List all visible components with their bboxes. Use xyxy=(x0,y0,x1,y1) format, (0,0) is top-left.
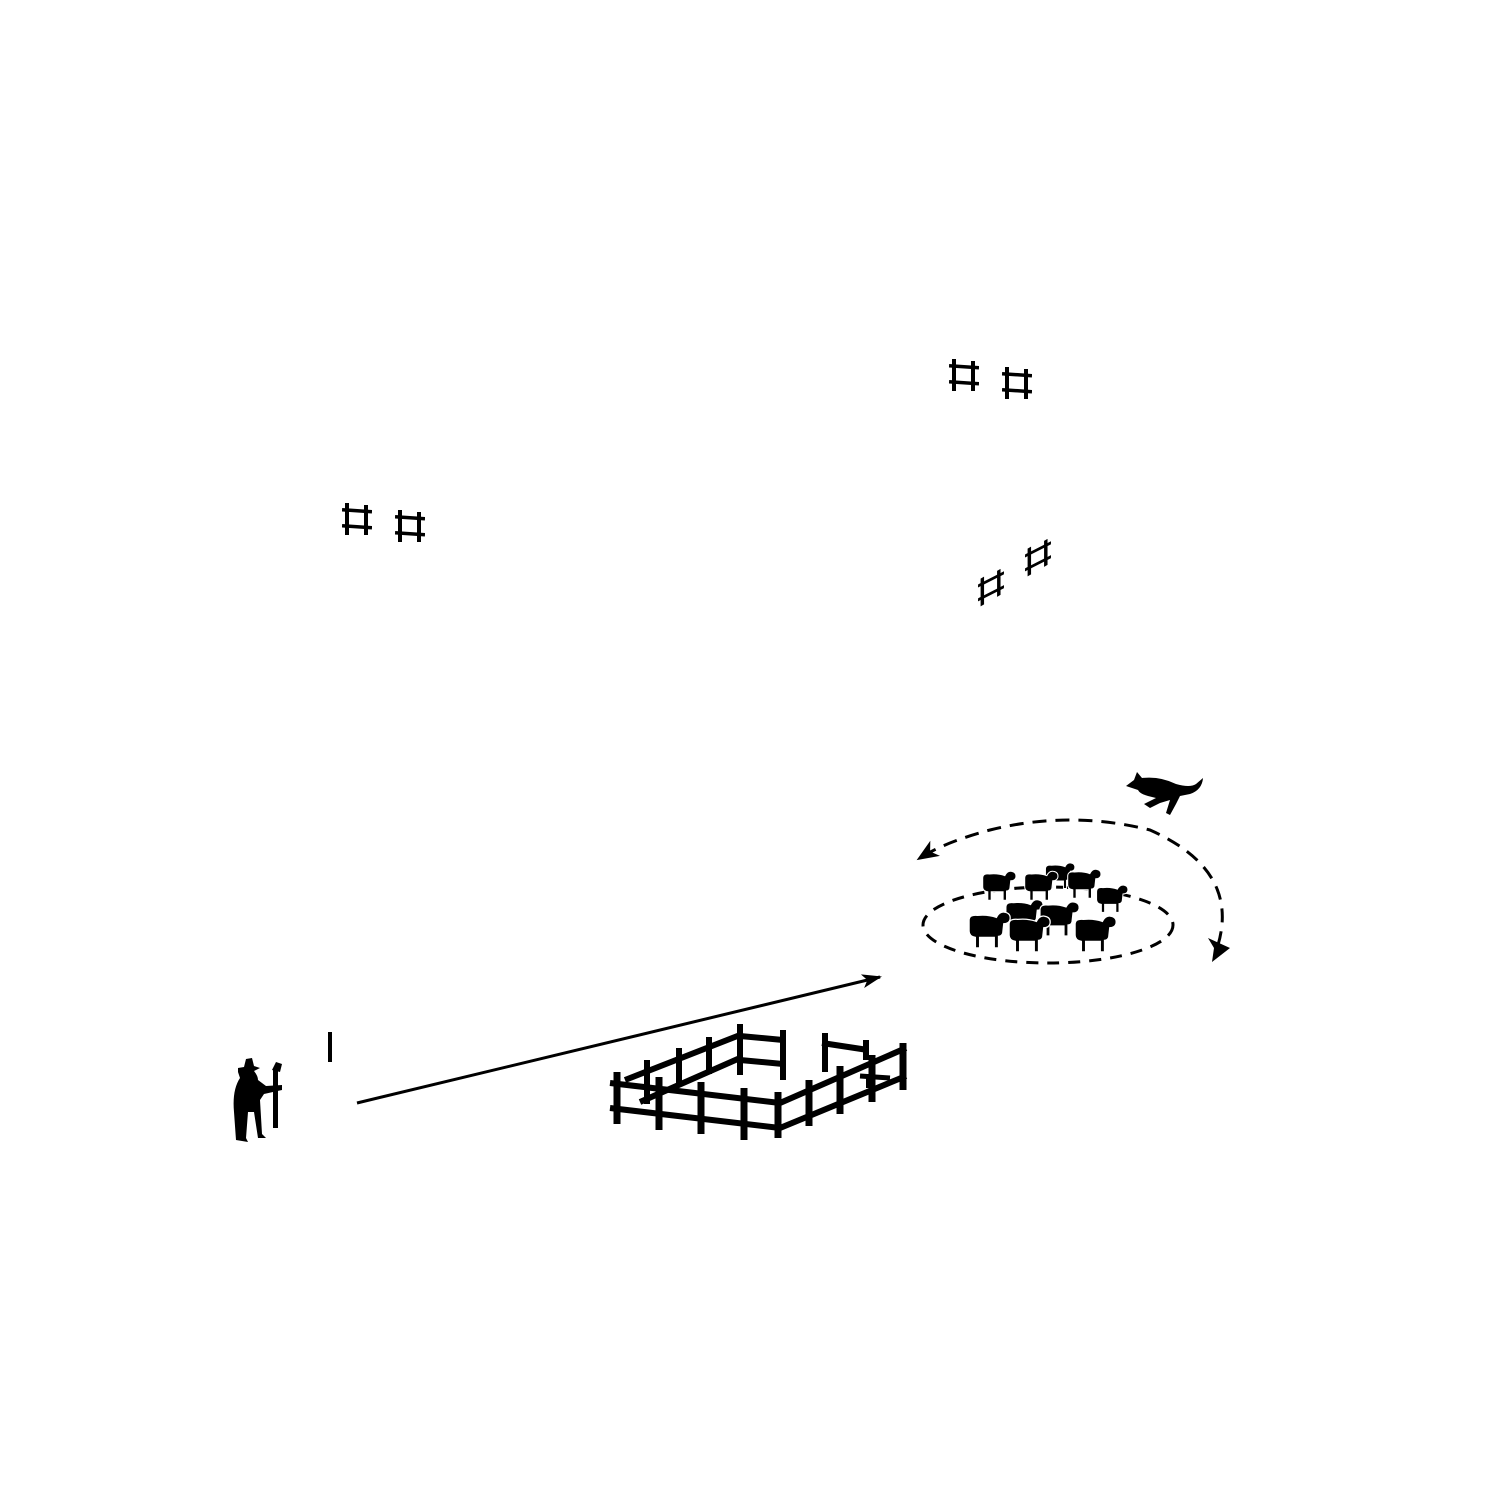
fence-gates xyxy=(342,359,1051,608)
fence-gate-icon xyxy=(1025,535,1051,578)
fence-gate-icon xyxy=(395,510,425,542)
post-icon xyxy=(328,1032,332,1062)
sheep-icon xyxy=(1067,868,1102,899)
path-arrow-icon xyxy=(356,974,882,1105)
sheep-icon xyxy=(1008,915,1051,953)
fence-gate-icon xyxy=(949,359,979,391)
fence-gate-icon xyxy=(978,565,1004,608)
circling-arrow-head-icon xyxy=(1208,938,1230,962)
farmer-icon xyxy=(233,1058,282,1142)
sheep-flock-icon xyxy=(968,862,1129,953)
sheep-pen-icon xyxy=(609,1024,908,1140)
sheep-icon xyxy=(1074,915,1117,953)
herding-dog-icon xyxy=(1126,772,1203,815)
sheep-icon xyxy=(982,870,1017,901)
sheep-icon xyxy=(968,911,1011,949)
flock-boundary xyxy=(921,885,1175,965)
sheep-icon xyxy=(1096,884,1129,913)
fence-gate-icon xyxy=(342,503,372,535)
fence-gate-icon xyxy=(1002,367,1032,399)
